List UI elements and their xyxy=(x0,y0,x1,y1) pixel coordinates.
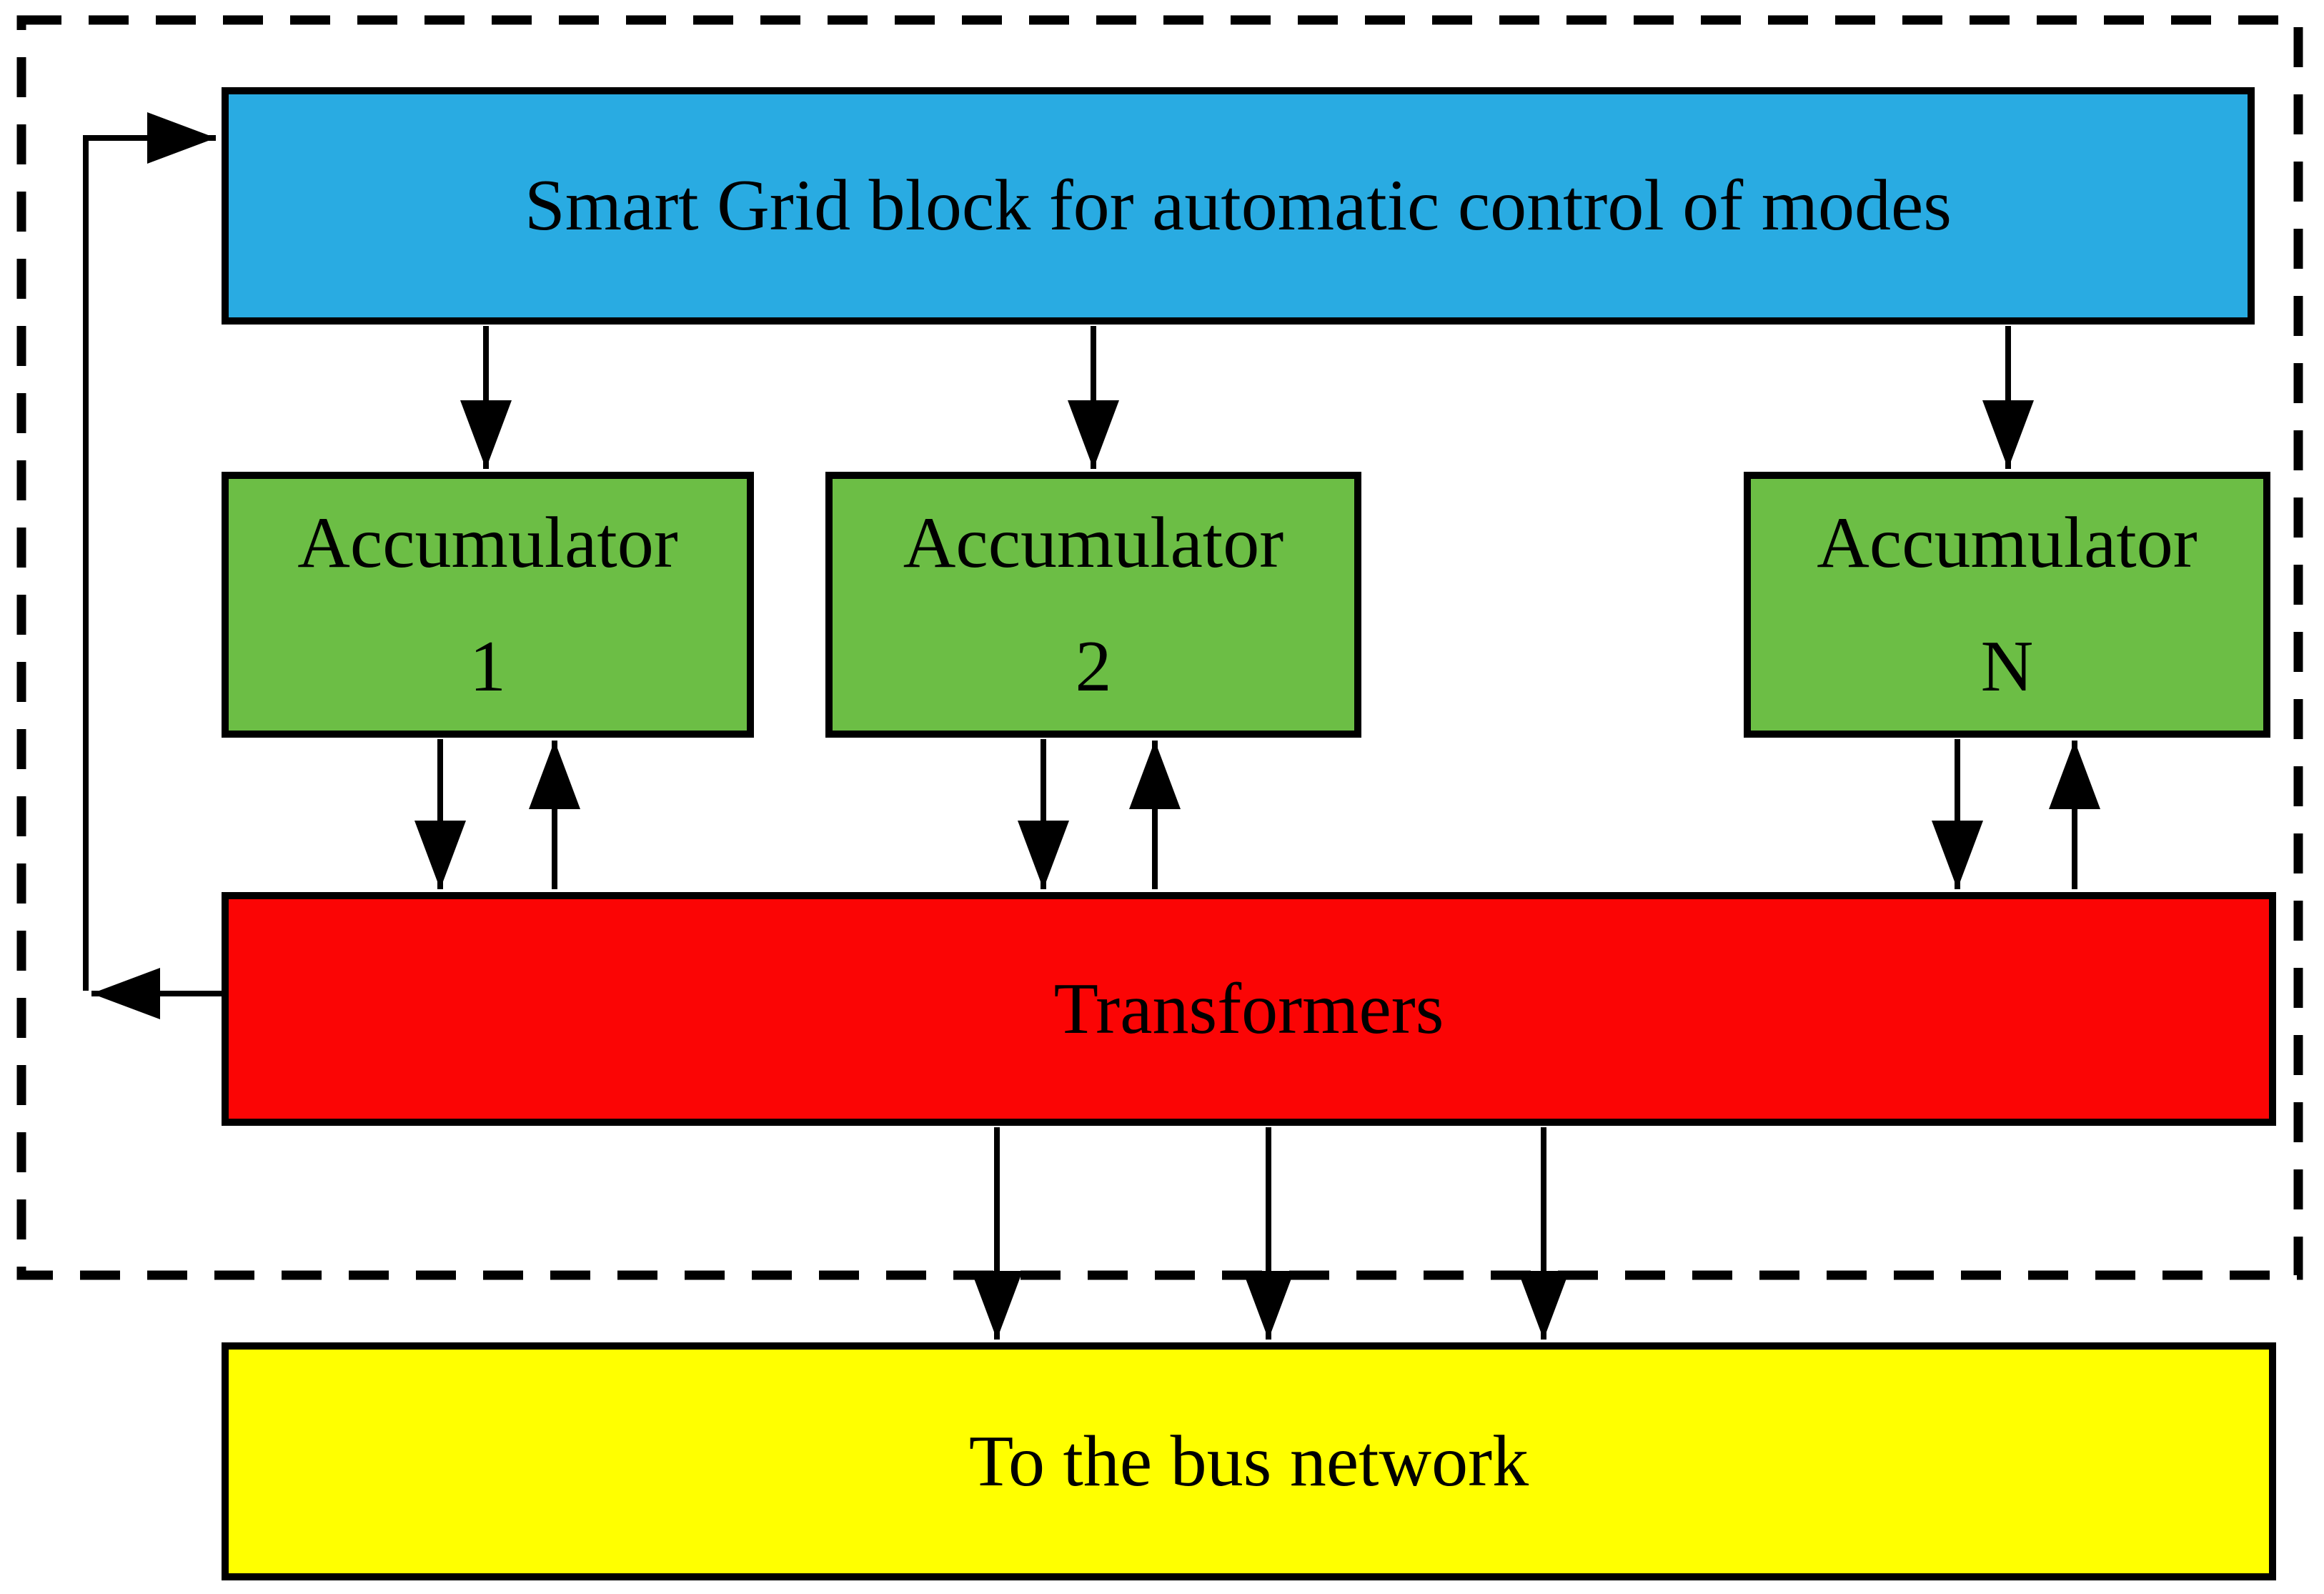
accumulator-1-node: Accumulator 1 xyxy=(222,472,754,738)
transformers-node: Transformers xyxy=(222,892,2276,1126)
bus-network-node: To the bus network xyxy=(222,1342,2276,1580)
arrow-feedback-return-to-smartgrid xyxy=(83,112,216,991)
system-boundary-dashed-border xyxy=(16,15,2303,1280)
smart-grid-block-node: Smart Grid block for automatic control o… xyxy=(222,87,2255,325)
accumulator-1-label: Accumulator 1 xyxy=(297,502,678,707)
bus-network-label: To the bus network xyxy=(968,1420,1529,1502)
accumulator-n-node: Accumulator N xyxy=(1744,472,2270,738)
accumulator-n-label: Accumulator N xyxy=(1817,502,2198,707)
accumulator-2-node: Accumulator 2 xyxy=(825,472,1361,738)
transformers-label: Transformers xyxy=(1053,968,1444,1049)
smart-grid-block-label: Smart Grid block for automatic control o… xyxy=(524,165,1952,247)
accumulator-2-label: Accumulator 2 xyxy=(903,502,1284,707)
